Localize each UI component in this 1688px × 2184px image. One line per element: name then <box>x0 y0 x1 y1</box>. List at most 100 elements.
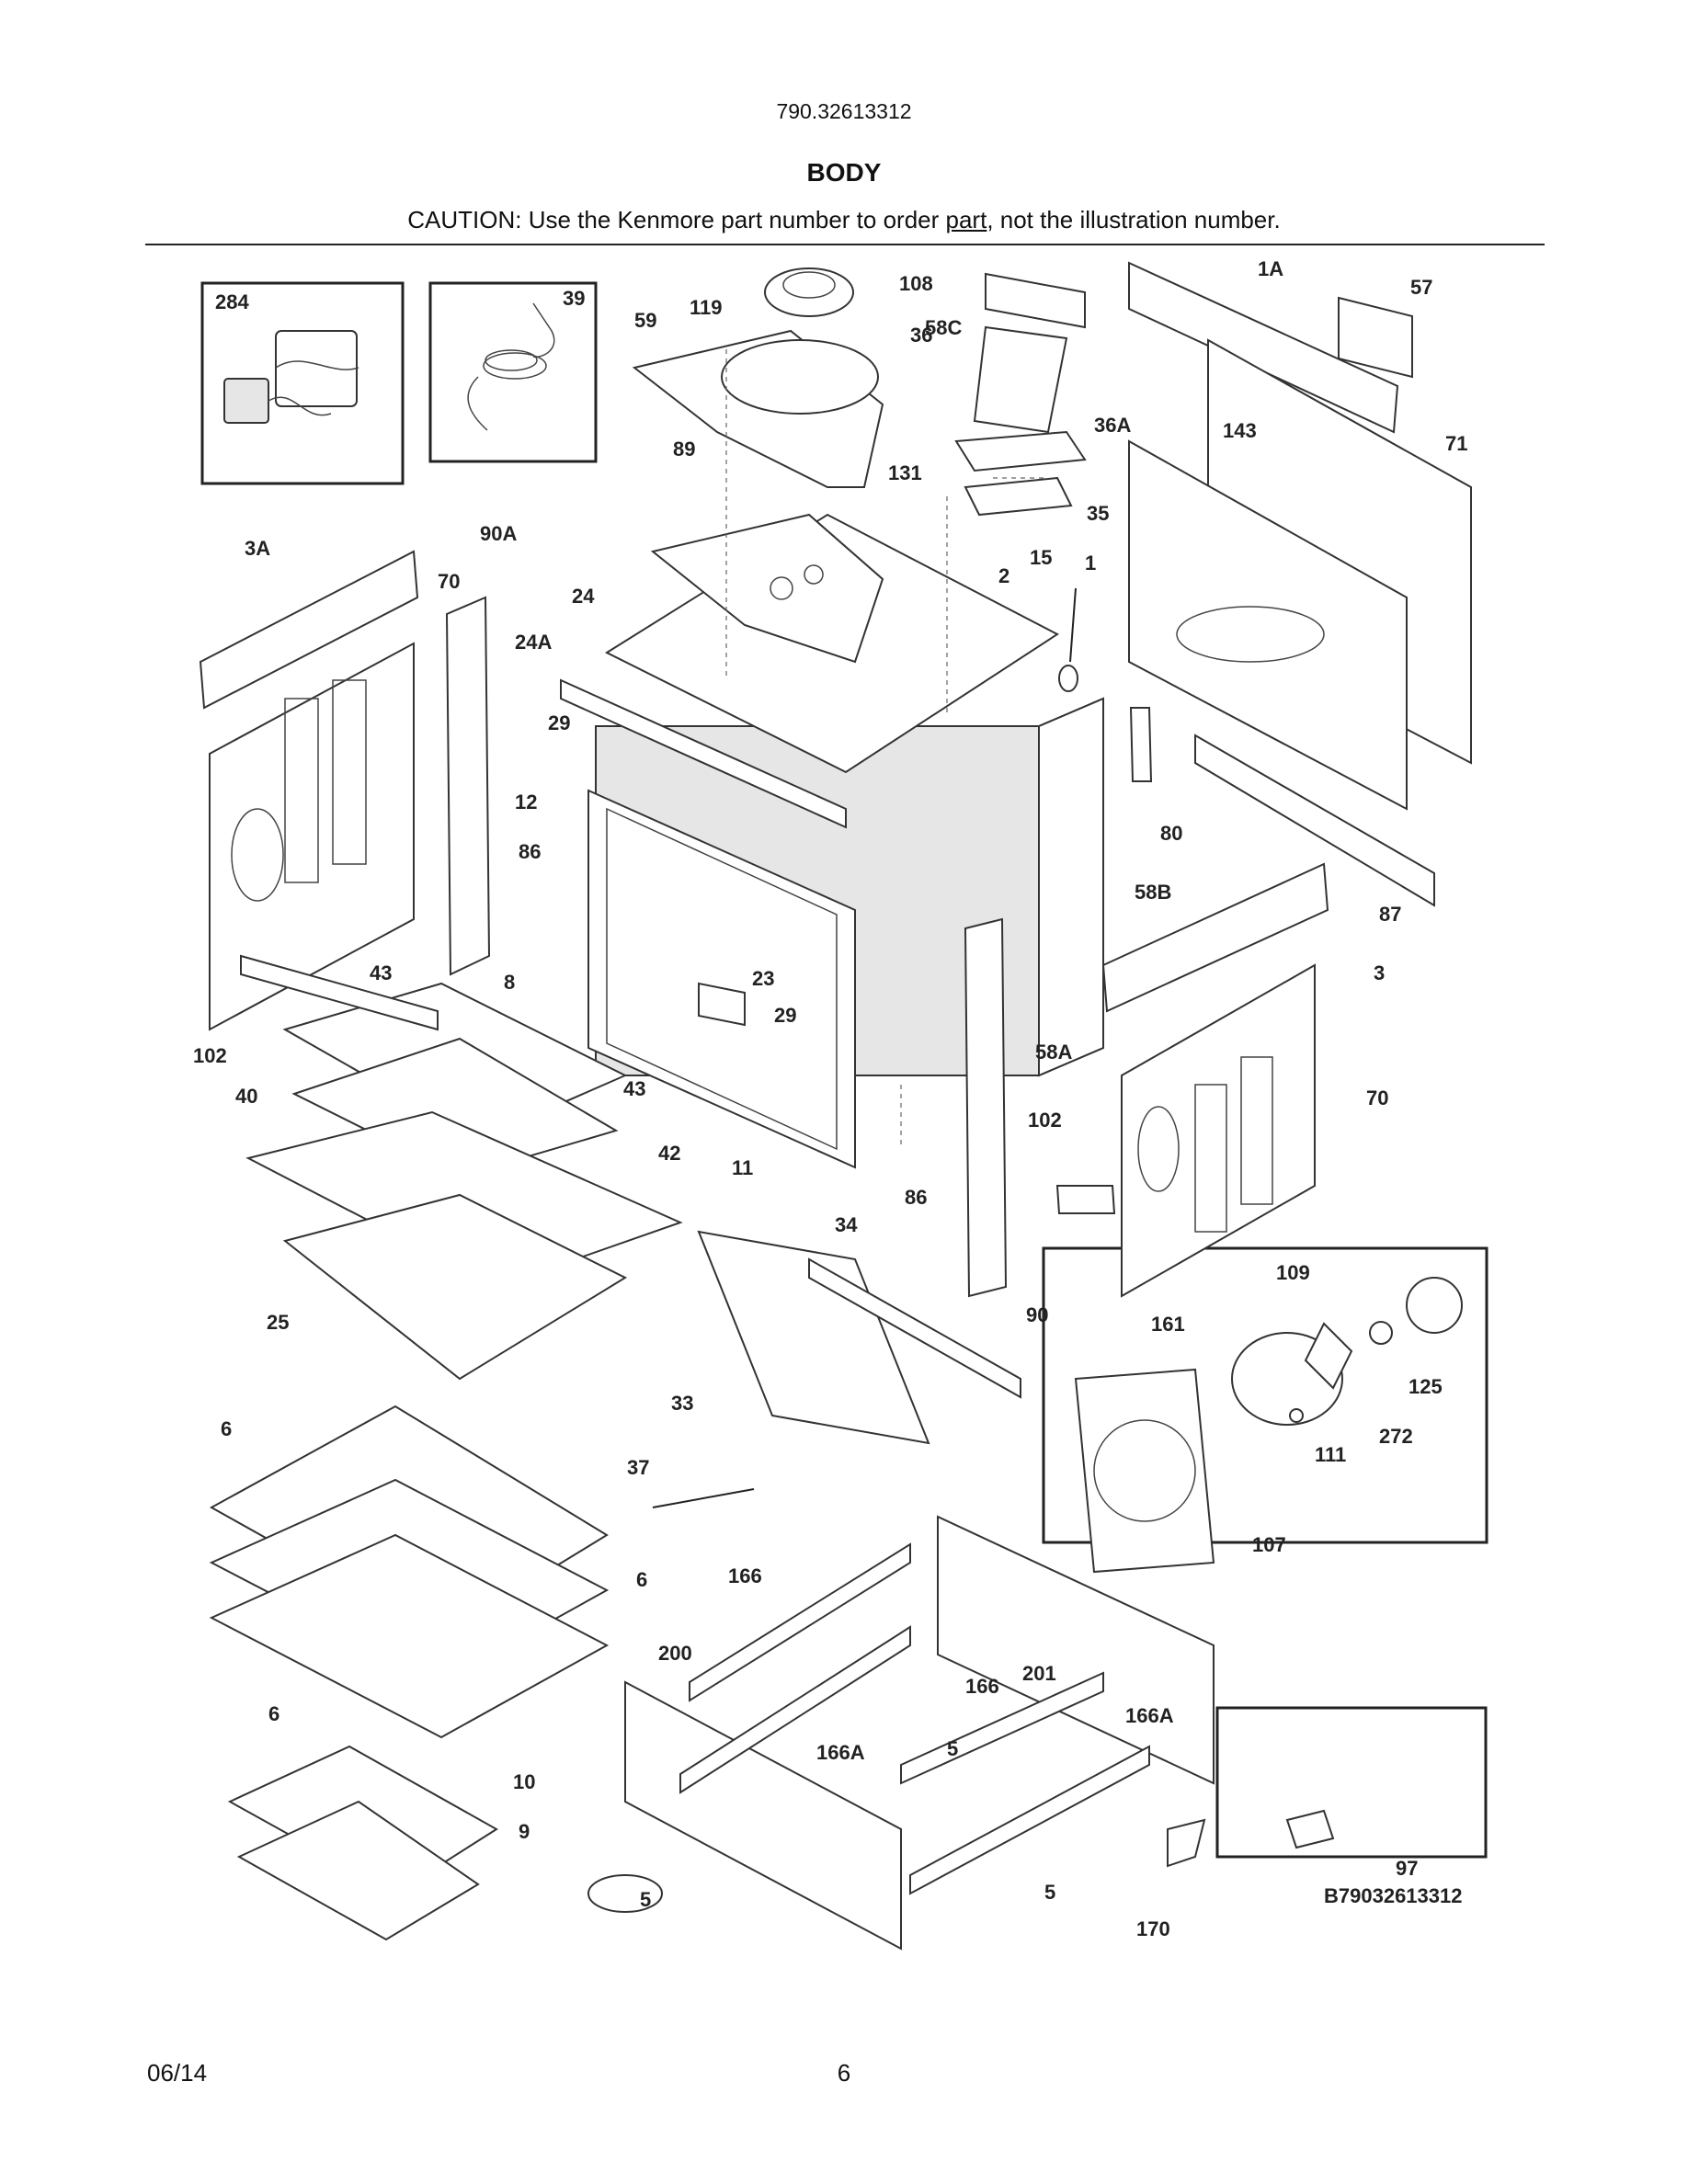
callout-label: 166 <box>965 1675 999 1698</box>
gasket-36a <box>954 430 1087 472</box>
callout-label: 143 <box>1223 419 1257 442</box>
callout-label: 70 <box>438 570 460 593</box>
vent-cover-58c <box>985 272 1086 329</box>
callout-label: 90A <box>480 522 517 545</box>
callout-label: 1A <box>1258 257 1283 280</box>
callout-label: 36 <box>910 324 932 347</box>
callout-label: 200 <box>658 1642 692 1665</box>
callout-label: 42 <box>658 1142 680 1165</box>
rail-166-upper <box>689 1542 911 1702</box>
caution-text-post: , not the illustration number. <box>987 206 1281 233</box>
callout-label: 89 <box>673 438 695 461</box>
model-number: 790.32613312 <box>776 99 912 123</box>
rail-166a-left <box>679 1625 911 1794</box>
callout-label: 284 <box>215 290 249 313</box>
callout-label: 3A <box>245 537 270 560</box>
back-panel-1 <box>1128 439 1408 811</box>
callout-label: 43 <box>623 1077 645 1100</box>
callout-label: 24A <box>515 631 552 654</box>
vent-duct-36 <box>973 325 1068 434</box>
inset-box-97 <box>1215 1706 1488 1859</box>
footer-page-number: 6 <box>837 2059 851 2087</box>
fan-motor-125 <box>1406 1277 1463 1334</box>
callout-label: 125 <box>1409 1375 1443 1398</box>
caution-part-link: part <box>945 206 987 233</box>
callout-label: 166A <box>816 1741 865 1764</box>
leveling-leg-5 <box>587 1874 663 1913</box>
callout-label: 108 <box>899 272 933 295</box>
caution-note: CAUTION: Use the Kenmore part number to … <box>0 206 1688 234</box>
nut-272 <box>1369 1321 1393 1345</box>
callout-label: 5 <box>1044 1881 1055 1904</box>
callout-label: 119 <box>690 296 723 319</box>
callout-label: 71 <box>1445 432 1467 455</box>
caution-text-pre: CAUTION: Use the Kenmore part number to … <box>407 206 946 233</box>
rear-brace-1a <box>1128 261 1399 434</box>
light-cover-23 <box>698 982 746 1027</box>
rail-166-lower <box>900 1671 1104 1785</box>
callout-label: 87 <box>1379 903 1401 926</box>
callout-label: 11 <box>732 1156 753 1179</box>
callout-label: 170 <box>1136 1917 1170 1940</box>
base-frame-201 <box>937 1515 1215 1785</box>
side-panel-right-70 <box>1121 963 1316 1298</box>
callout-label: 3 <box>1374 961 1385 984</box>
side-trim-90a <box>445 596 491 976</box>
side-brace-3a <box>199 550 419 710</box>
callout-label: 86 <box>905 1186 927 1209</box>
callout-label: 40 <box>235 1085 257 1108</box>
callout-label: 23 <box>752 967 774 990</box>
callout-label: 34 <box>835 1213 858 1236</box>
callout-label: 272 <box>1379 1425 1413 1448</box>
callout-label: 97 <box>1396 1857 1418 1880</box>
callout-label: 29 <box>548 711 570 734</box>
callout-label: 86 <box>519 840 541 863</box>
callout-label: 43 <box>370 961 392 984</box>
section-title: BODY <box>806 158 882 187</box>
inset-box-284 <box>200 281 405 485</box>
blower-ring <box>721 339 879 415</box>
callout-label: 161 <box>1151 1313 1185 1336</box>
oven-rack-6-bottom <box>209 1533 610 1739</box>
trim-24a <box>560 678 847 829</box>
door-liner-33 <box>697 1230 930 1445</box>
callout-label: 39 <box>563 287 585 310</box>
callout-label: 58A <box>1035 1041 1072 1064</box>
callout-label: 6 <box>268 1702 279 1725</box>
callout-label: 80 <box>1160 822 1182 845</box>
callout-label: 57 <box>1410 276 1432 299</box>
callout-label: 12 <box>515 791 537 813</box>
callout-label: 6 <box>221 1417 232 1440</box>
callout-label: 10 <box>513 1770 535 1793</box>
callout-label: 5 <box>947 1737 958 1760</box>
rail-166a-right <box>909 1745 1150 1895</box>
callout-label: 35 <box>1087 502 1109 525</box>
callout-label: 33 <box>671 1392 693 1415</box>
power-cord-39-drawing <box>467 302 555 431</box>
broiler-pan-9 <box>236 1800 480 1941</box>
oven-cavity-side <box>1038 697 1104 1077</box>
footer-date: 06/14 <box>147 2059 208 2087</box>
callout-label: 58B <box>1135 881 1171 904</box>
callout-label: 90 <box>1026 1303 1048 1326</box>
base-frame-200 <box>624 1680 902 1951</box>
trim-34 <box>808 1257 1021 1399</box>
callout-label: 8 <box>504 971 515 994</box>
insulation-25 <box>282 1193 628 1381</box>
callout-label: 15 <box>1030 546 1052 569</box>
drawing-id: B79032613312 <box>1324 1884 1462 1907</box>
inset-box-convection-fan <box>1042 1246 1488 1544</box>
callout-label: 109 <box>1276 1261 1310 1284</box>
fan-blade-109 <box>1304 1322 1353 1390</box>
callout-label: 24 <box>572 585 595 608</box>
duct-131 <box>650 513 884 664</box>
rail-102-left <box>240 954 439 1031</box>
callout-label: 102 <box>1028 1109 1062 1132</box>
callout-label: 59 <box>634 309 656 332</box>
harness-97 <box>1285 1809 1335 1849</box>
gasket-35 <box>964 476 1073 517</box>
callout-label: 131 <box>888 461 922 484</box>
header-rule <box>145 244 1545 245</box>
fan-cover-107 <box>1074 1368 1215 1574</box>
